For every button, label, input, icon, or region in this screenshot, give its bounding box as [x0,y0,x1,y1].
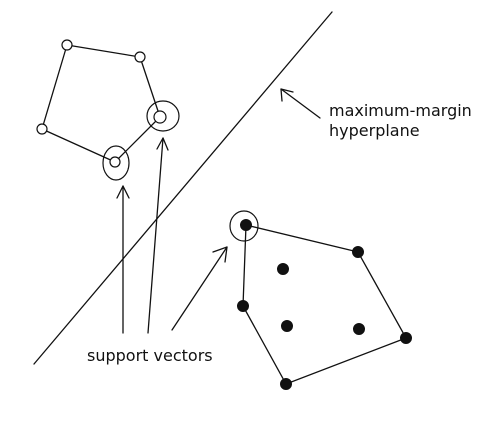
support-vector-arrow-shaft-middle [147,137,164,334]
hollow-support-vector-point [109,156,121,168]
support-vector-arrow-shaft-right [171,246,228,331]
hyperplane-label: maximum-margin hyperplane [329,101,472,141]
support-vector-arrow-head-left [116,185,130,199]
filled-point [400,332,412,344]
filled-point [280,378,292,390]
hollow-point [134,51,146,63]
filled-class-hull [242,224,407,385]
support-vectors-label: support vectors [87,346,213,365]
support-vector-arrow-head-middle [156,137,169,151]
hollow-class-hull [41,44,161,163]
support-vector-ring [229,210,259,242]
filled-point [281,320,293,332]
hollow-point [61,39,73,51]
hollow-support-vector-point [153,110,167,124]
filled-point [352,246,364,258]
filled-support-vector-point [240,219,252,231]
support-vector-arrow-head-right [212,246,228,263]
hyperplane-label-line1: maximum-margin [329,101,472,120]
hyperplane-arrow-head [280,88,294,102]
filled-point [277,263,289,275]
hyperplane-arrow-shaft [280,88,321,119]
hyperplane-label-line2: hyperplane [329,121,420,140]
filled-point [353,323,365,335]
filled-point [237,300,249,312]
maximum-margin-hyperplane-line [33,11,333,365]
support-vector-ring [146,100,180,132]
support-vector-ring [102,145,130,181]
hollow-point [36,123,48,135]
